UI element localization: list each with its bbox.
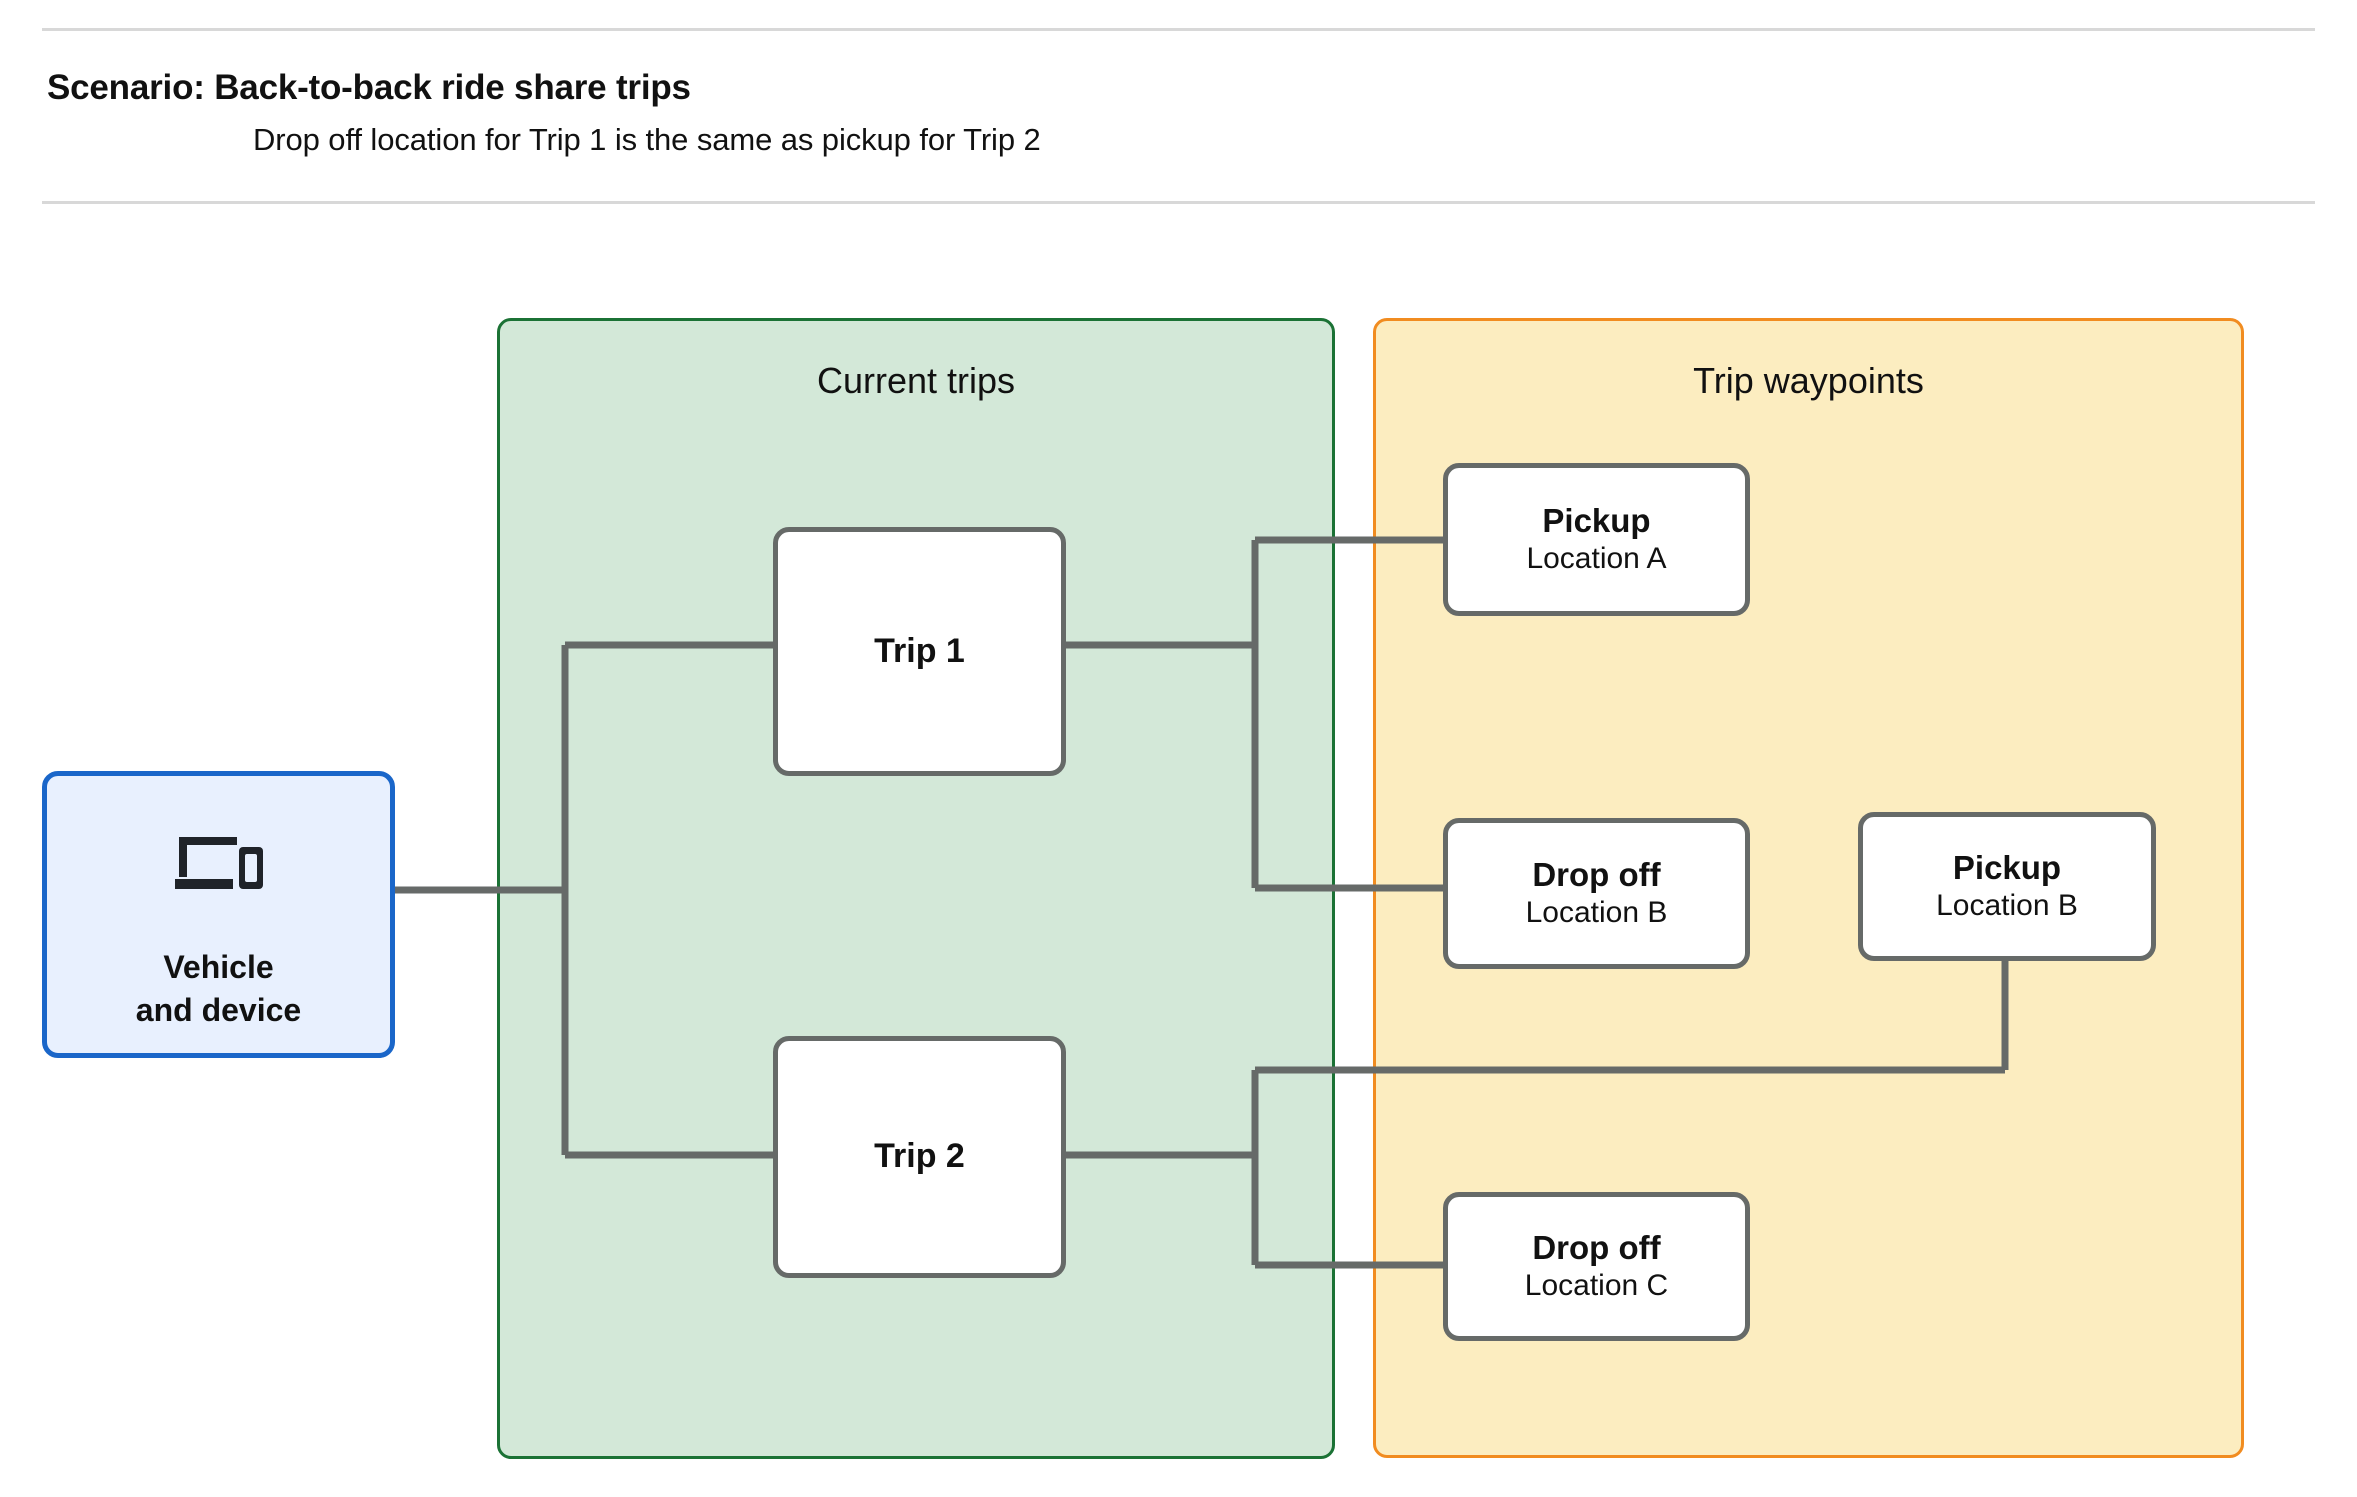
waypoint-location: Location B [1525,895,1668,929]
node-waypoint-pickup-a[interactable]: Pickup Location A [1443,463,1750,616]
node-waypoint-pickup-b[interactable]: Pickup Location B [1858,812,2156,961]
node-trip-2[interactable]: Trip 2 [773,1036,1066,1278]
node-vehicle-and-device[interactable]: Vehicle and device [42,771,395,1058]
laptop-and-phone-icon [47,831,390,893]
waypoint-type: Drop off [1532,856,1661,894]
waypoint-location: Location C [1524,1268,1669,1302]
node-trip-1[interactable]: Trip 1 [773,527,1066,776]
page-subtitle: Drop off location for Trip 1 is the same… [253,122,1041,157]
waypoint-type: Pickup [1952,849,2062,887]
node-trip-2-label: Trip 2 [874,1137,965,1176]
page-title: Scenario: Back-to-back ride share trips [47,68,691,107]
node-waypoint-dropoff-c[interactable]: Drop off Location C [1443,1192,1750,1341]
header-divider-bottom [42,201,2315,204]
node-vehicle-label: Vehicle and device [135,949,302,1029]
group-current-trips: Current trips [497,318,1335,1459]
group-current-trips-title: Current trips [816,360,1016,401]
waypoint-type: Drop off [1532,1229,1661,1267]
node-waypoint-dropoff-b[interactable]: Drop off Location B [1443,818,1750,969]
waypoint-type: Pickup [1542,502,1651,540]
waypoint-location: Location A [1526,541,1667,575]
header-divider-top [42,28,2315,31]
waypoint-location: Location B [1936,888,2078,922]
node-trip-1-label: Trip 1 [874,631,965,670]
group-trip-waypoints-title: Trip waypoints [1693,360,1924,401]
